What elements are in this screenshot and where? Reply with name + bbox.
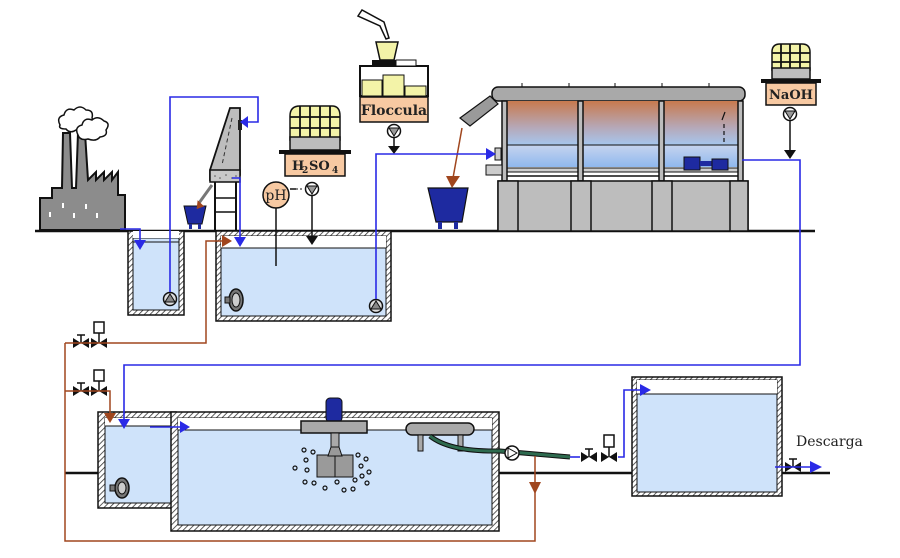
flocculant-pump-icon [386, 123, 402, 154]
sump-pump-icon [162, 291, 178, 307]
eq-pump-icon [368, 298, 384, 314]
sludge-return-lines [64, 240, 536, 542]
valve-pair-effluent [581, 434, 617, 462]
ph-label: pH [265, 188, 286, 204]
mixer-icon [224, 288, 244, 312]
valve-pair-lower-left [73, 369, 107, 396]
anoxic-mixer-icon [109, 477, 130, 499]
equalization-tank [215, 230, 392, 322]
valve-pair-upper-left [73, 321, 107, 348]
sludge-flow-line [446, 127, 463, 188]
flocculant-label: Floccula [361, 103, 427, 119]
sludge-flow-arrows [104, 235, 541, 494]
valve-discharge [785, 458, 801, 472]
ph-sensor: pH [262, 181, 296, 266]
naoh-dosing-unit: NaOH [761, 43, 821, 106]
water-flow-lines [120, 96, 815, 468]
sludge-bin-icon [427, 187, 469, 229]
static-screen [197, 107, 242, 230]
effluent-pump-icon [504, 445, 520, 461]
final-storage-tank [631, 376, 783, 497]
h2so4-label-sub4: 4 [332, 166, 338, 176]
h2so4-dosing-unit: H 2 SO 4 [279, 105, 351, 177]
discharge-label: Descarga [796, 434, 863, 450]
h2so4-label-so: SO [309, 159, 330, 174]
h2so4-pump-icon [304, 181, 320, 245]
screen-solids-bin-icon [183, 200, 207, 229]
floating-decanter [405, 422, 571, 460]
factory-icon [39, 106, 126, 231]
naoh-label: NaOH [769, 88, 813, 103]
surface-aerator-icon [292, 397, 372, 493]
daf-unit [459, 83, 749, 232]
naoh-pump-icon [782, 106, 798, 159]
h2so4-label-h: H [292, 159, 304, 174]
flocculant-dosing-unit: Floccula [356, 9, 429, 123]
water-flow-arrows [118, 116, 822, 473]
h2so4-label-sub2: 2 [302, 166, 308, 176]
